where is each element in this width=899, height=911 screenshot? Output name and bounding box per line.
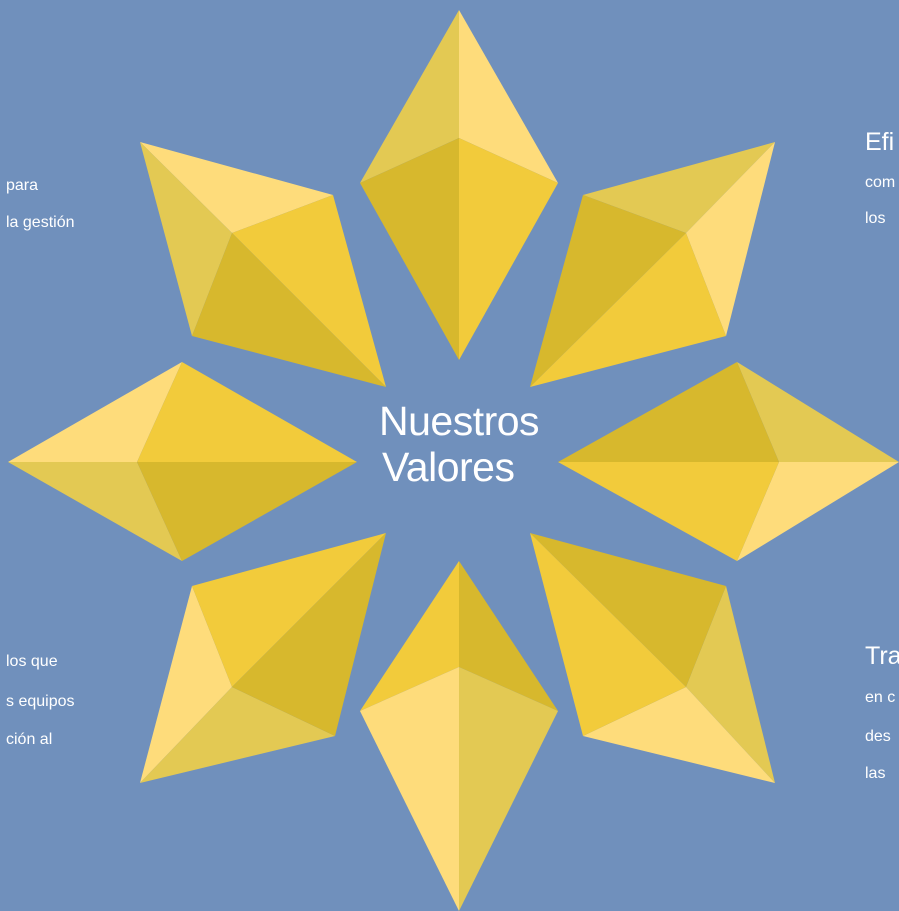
top-left-text-line2: la gestión xyxy=(6,214,75,231)
top-right-heading: Efi xyxy=(865,128,895,156)
bottom-right-text-line1: en c xyxy=(865,689,896,706)
bottom-right-text-line3: las xyxy=(865,765,886,782)
top-right-text-line2: los xyxy=(865,210,886,227)
petal-top-left xyxy=(140,142,386,387)
bottom-right-heading: Tra xyxy=(865,642,899,670)
petal-right xyxy=(558,362,899,561)
petal-top xyxy=(360,10,558,360)
top-left-text-line1: para xyxy=(6,177,39,194)
petal-bottom xyxy=(360,561,558,911)
center-title-line1: Nuestros xyxy=(379,398,540,444)
petal-bottom-right xyxy=(530,533,775,783)
petal-left xyxy=(8,362,357,561)
center-title-line2: Valores xyxy=(382,444,515,490)
top-right-text-line1: com xyxy=(865,174,896,191)
petal-bottom-left xyxy=(140,533,386,783)
bottom-left-text-line3: ción al xyxy=(6,731,53,748)
bottom-left-text-line1: los que xyxy=(6,653,58,670)
bottom-right-text-line2: des xyxy=(865,728,891,745)
bottom-left-text-line2: s equipos xyxy=(6,693,75,710)
petal-top-right xyxy=(530,142,775,387)
center-title: Nuestros Valores xyxy=(362,398,582,490)
